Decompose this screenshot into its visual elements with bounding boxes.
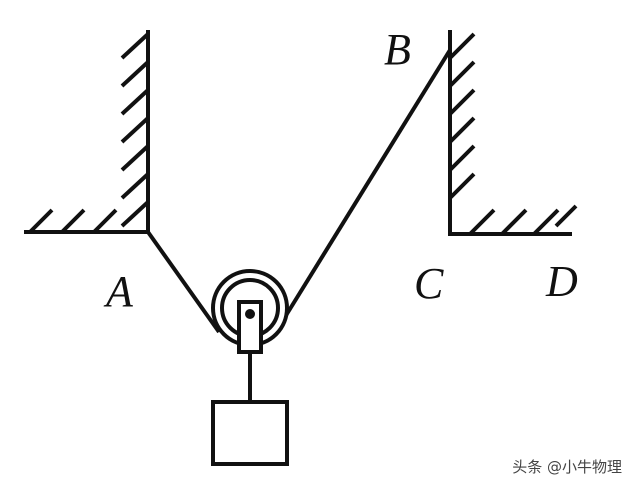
watermark: 头条 @小牛物理 <box>512 458 622 476</box>
label-point-b: B <box>384 25 411 74</box>
rope <box>146 48 452 334</box>
label-point-c: C <box>414 259 444 308</box>
pulley-axle <box>245 309 255 319</box>
left-wall <box>120 30 150 232</box>
rope-segment-a <box>146 230 221 334</box>
label-point-a: A <box>103 267 134 316</box>
left-ceiling <box>24 208 150 234</box>
pulley <box>211 269 289 354</box>
rope-segment-b <box>283 48 452 319</box>
hanging-block <box>211 400 289 466</box>
right-wall <box>448 30 476 234</box>
right-ceiling <box>448 204 578 236</box>
label-point-d: D <box>545 257 578 306</box>
